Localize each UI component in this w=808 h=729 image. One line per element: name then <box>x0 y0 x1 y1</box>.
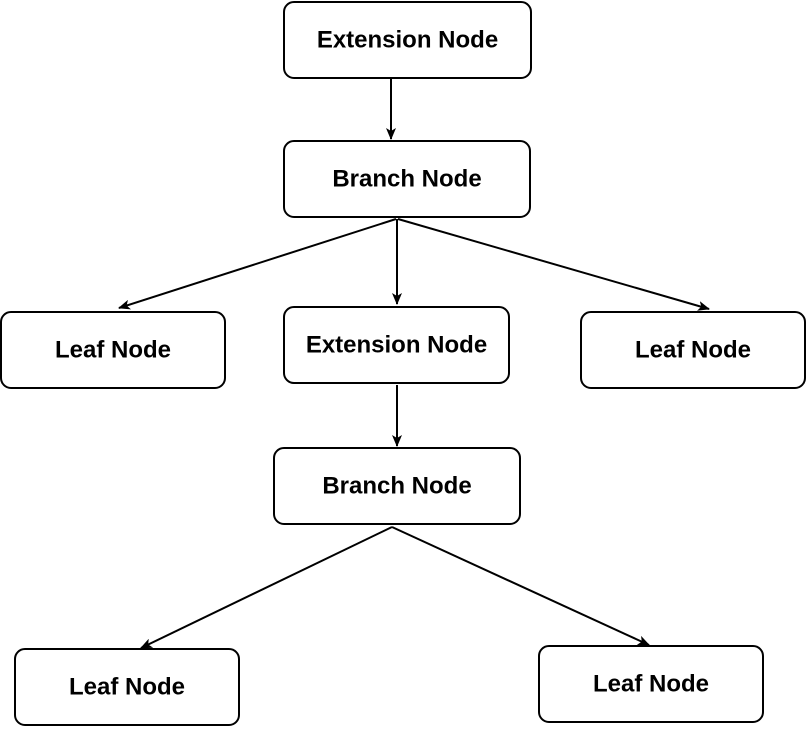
node-box <box>283 140 531 218</box>
node-label: Branch Node <box>322 473 471 500</box>
node-label: Leaf Node <box>635 337 751 364</box>
node-box <box>580 311 806 389</box>
node-box <box>283 306 510 384</box>
edge-branch-to-leaf-left <box>118 218 397 310</box>
edge-branch-lower-to-leaf-left <box>140 526 393 649</box>
edge-branch-lower-to-leaf-right <box>391 526 650 646</box>
node-leaf-right: Leaf Node <box>580 311 806 389</box>
node-branch-lower: Branch Node <box>273 447 521 525</box>
node-box <box>538 645 764 723</box>
node-box <box>273 447 521 525</box>
edge-branch-to-leaf-right <box>397 218 710 311</box>
node-leaf-bottom-right: Leaf Node <box>538 645 764 723</box>
node-box <box>283 1 532 79</box>
node-label: Extension Node <box>306 332 487 359</box>
node-label: Branch Node <box>332 166 481 193</box>
node-extension-middle: Extension Node <box>283 306 510 384</box>
node-leaf-bottom-left: Leaf Node <box>14 648 240 726</box>
node-label: Leaf Node <box>69 674 185 701</box>
node-box <box>14 648 240 726</box>
node-leaf-left: Leaf Node <box>0 311 226 389</box>
node-box <box>0 311 226 389</box>
node-label: Extension Node <box>317 27 498 54</box>
node-label: Leaf Node <box>593 671 709 698</box>
edges <box>118 79 710 649</box>
node-label: Leaf Node <box>55 337 171 364</box>
node-extension-top: Extension Node <box>283 1 532 79</box>
node-branch-top: Branch Node <box>283 140 531 218</box>
